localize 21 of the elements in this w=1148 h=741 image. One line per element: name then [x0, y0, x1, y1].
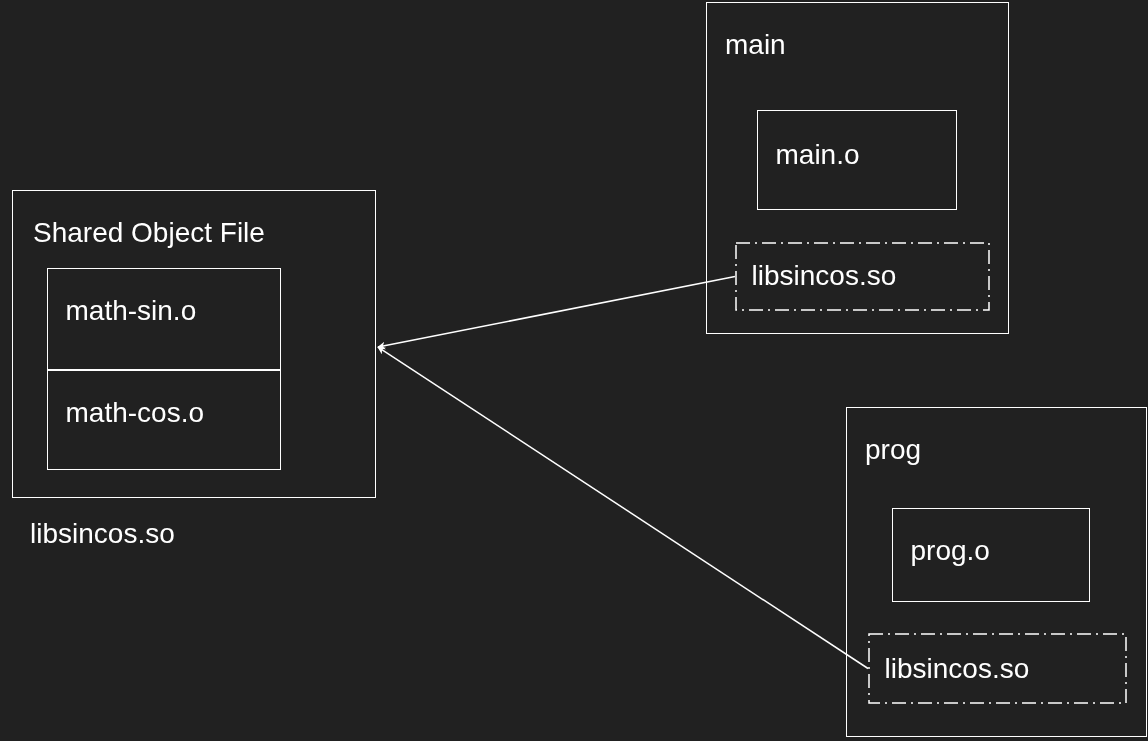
box-label: math-sin.o: [65, 296, 197, 325]
dashed-box: [867, 632, 1127, 704]
object-box: [46, 369, 281, 470]
container-box: [706, 2, 1009, 334]
arrow: [377, 275, 736, 350]
arrow: [377, 346, 869, 670]
dashed-box: [734, 241, 990, 311]
box-label: prog.o: [910, 536, 990, 565]
box-label: prog: [865, 436, 922, 464]
box-label: math-cos.o: [65, 398, 204, 427]
box-label: main: [725, 31, 786, 59]
object-box: [46, 267, 281, 370]
box-label: Shared Object File: [33, 219, 265, 247]
object-box: [756, 109, 957, 210]
container-box: [12, 190, 376, 498]
container-box: [846, 407, 1147, 737]
box-label: libsincos.so: [30, 520, 175, 548]
box-label: libsincos.so: [751, 261, 897, 290]
box-label: libsincos.so: [884, 654, 1030, 683]
object-box: [891, 507, 1090, 602]
box-label: main.o: [775, 140, 860, 169]
